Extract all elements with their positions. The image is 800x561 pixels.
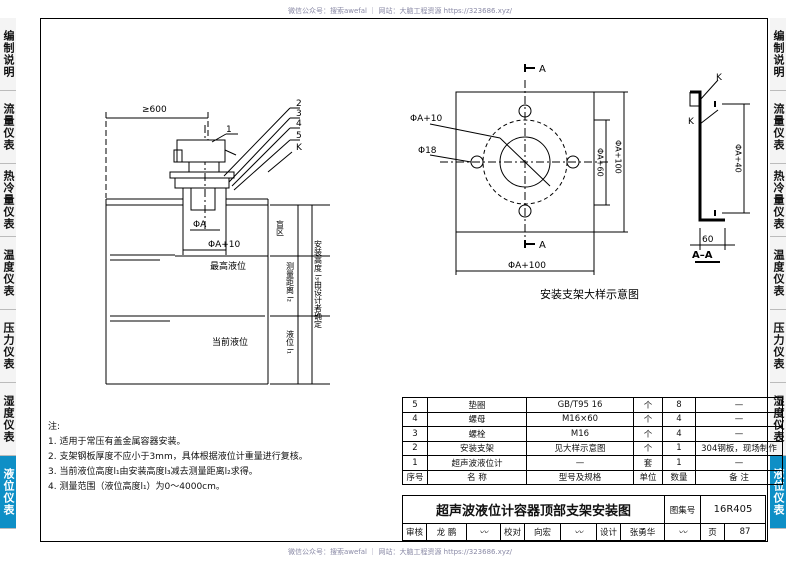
note-item-3: 3. 当前液位高度l₁由安装高度l₃减去测量距离l₂求得。 — [48, 467, 258, 477]
bom-cell: — — [695, 455, 783, 471]
left-tab-strip: 编制说明 流量仪表 热冷量仪表 温度仪表 压力仪表 湿度仪表 液位仪表 — [0, 18, 30, 529]
bom-header-cell: 序号 — [402, 469, 428, 485]
left-tab-0[interactable]: 编制说明 — [0, 18, 16, 91]
right-tab-2[interactable]: 热冷量仪表 — [770, 164, 786, 237]
left-tab-3[interactable]: 温度仪表 — [0, 237, 16, 310]
title-block-row-bottom: 审核 龙 鹏 〰 校对 向宏 〰 设计 张勇华 〰 页 87 — [403, 523, 765, 540]
bom-cell: 8 — [662, 397, 696, 413]
table-header-row: 序号名 称型号及规格单位数量备 注 — [402, 469, 783, 485]
bom-cell: 个 — [633, 397, 663, 413]
bom-cell: — — [695, 426, 783, 442]
bom-cell: — — [695, 411, 783, 427]
bom-cell: M16 — [526, 426, 634, 442]
bom-cell: — — [526, 455, 634, 471]
left-tab-6-active[interactable]: 液位仪表 — [0, 456, 16, 529]
reviewer-signature: 〰 — [467, 523, 501, 540]
bom-header-cell: 名 称 — [427, 469, 527, 485]
left-tab-1[interactable]: 流量仪表 — [0, 91, 16, 164]
bom-cell: 个 — [633, 411, 663, 427]
bom-cell: 套 — [633, 455, 663, 471]
bom-cell: GB/T95 16 — [526, 397, 634, 413]
table-row: 5 垫圈 GB/T95 16 个 8 — — [402, 397, 783, 413]
bom-cell: 螺母 — [427, 411, 527, 427]
right-tab-3[interactable]: 温度仪表 — [770, 237, 786, 310]
bom-cell: — — [695, 397, 783, 413]
designer-name: 张勇华 — [621, 523, 665, 540]
title-block: 超声波液位计容器顶部支架安装图 图集号 16R405 审核 龙 鹏 〰 校对 向… — [402, 495, 766, 541]
notes-title: 注: — [48, 422, 61, 432]
bom-cell: 2 — [402, 440, 428, 456]
atlas-label: 图集号 — [665, 496, 701, 523]
right-tab-4[interactable]: 压力仪表 — [770, 310, 786, 383]
bom-header-cell: 备 注 — [695, 469, 783, 485]
atlas-number: 16R405 — [713, 504, 753, 515]
bom-cell: 3 — [402, 426, 428, 442]
checker-signature: 〰 — [561, 523, 597, 540]
bom-cell: 见大样示意图 — [526, 440, 634, 456]
watermark-bottom: 微信公众号：搜索awefal ｜ 网站：大脑工程资源 https://32368… — [287, 548, 513, 556]
design-label: 设计 — [597, 523, 621, 540]
bom-cell: 垫圈 — [427, 397, 527, 413]
page-label: 页 — [701, 523, 725, 540]
bom-cell: 个 — [633, 440, 663, 456]
bom-cell: 4 — [662, 426, 696, 442]
title-block-row-top: 超声波液位计容器顶部支架安装图 图集号 16R405 — [403, 496, 765, 524]
left-tab-4[interactable]: 压力仪表 — [0, 310, 16, 383]
checker-name: 向宏 — [525, 523, 561, 540]
left-tab-5[interactable]: 湿度仪表 — [0, 383, 16, 456]
watermark-top: 微信公众号：搜索awefal ｜ 网站：大脑工程资源 https://32368… — [287, 7, 513, 15]
notes-block: 注: 1. 适用于常压有盖金属容器安装。 2. 支架钢板厚度不应小于3mm，具体… — [48, 420, 308, 495]
bom-cell: 4 — [402, 411, 428, 427]
note-item-4: 4. 测量范围（液位高度l₁）为0～4000cm。 — [48, 482, 225, 492]
drawing-frame — [40, 18, 768, 542]
bom-header-cell: 型号及规格 — [526, 469, 634, 485]
bom-cell: 安装支架 — [427, 440, 527, 456]
right-tab-0[interactable]: 编制说明 — [770, 18, 786, 91]
bom-cell: 螺栓 — [427, 426, 527, 442]
review-label: 审核 — [403, 523, 427, 540]
bom-header-cell: 数量 — [662, 469, 696, 485]
note-item-1: 1. 适用于常压有盖金属容器安装。 — [48, 437, 186, 447]
right-tab-1[interactable]: 流量仪表 — [770, 91, 786, 164]
note-item-2: 2. 支架钢板厚度不应小于3mm，具体根据液位计重量进行复核。 — [48, 452, 308, 462]
designer-signature: 〰 — [665, 523, 701, 540]
bom-cell: 304钢板，现场制作 — [695, 440, 783, 456]
drawing-title: 超声波液位计容器顶部支架安装图 — [403, 496, 665, 523]
bom-cell: 1 — [662, 440, 696, 456]
check-label: 校对 — [501, 523, 525, 540]
reviewer-name: 龙 鹏 — [427, 523, 467, 540]
bom-cell: 超声波液位计 — [427, 455, 527, 471]
bom-header-cell: 单位 — [633, 469, 663, 485]
bom-cell: 4 — [662, 411, 696, 427]
bom-cell: 5 — [402, 397, 428, 413]
bom-cell: 个 — [633, 426, 663, 442]
page-number: 87 — [739, 526, 751, 537]
left-tab-2[interactable]: 热冷量仪表 — [0, 164, 16, 237]
bom-cell: 1 — [402, 455, 428, 471]
bom-cell: 1 — [662, 455, 696, 471]
bom-cell: M16×60 — [526, 411, 634, 427]
